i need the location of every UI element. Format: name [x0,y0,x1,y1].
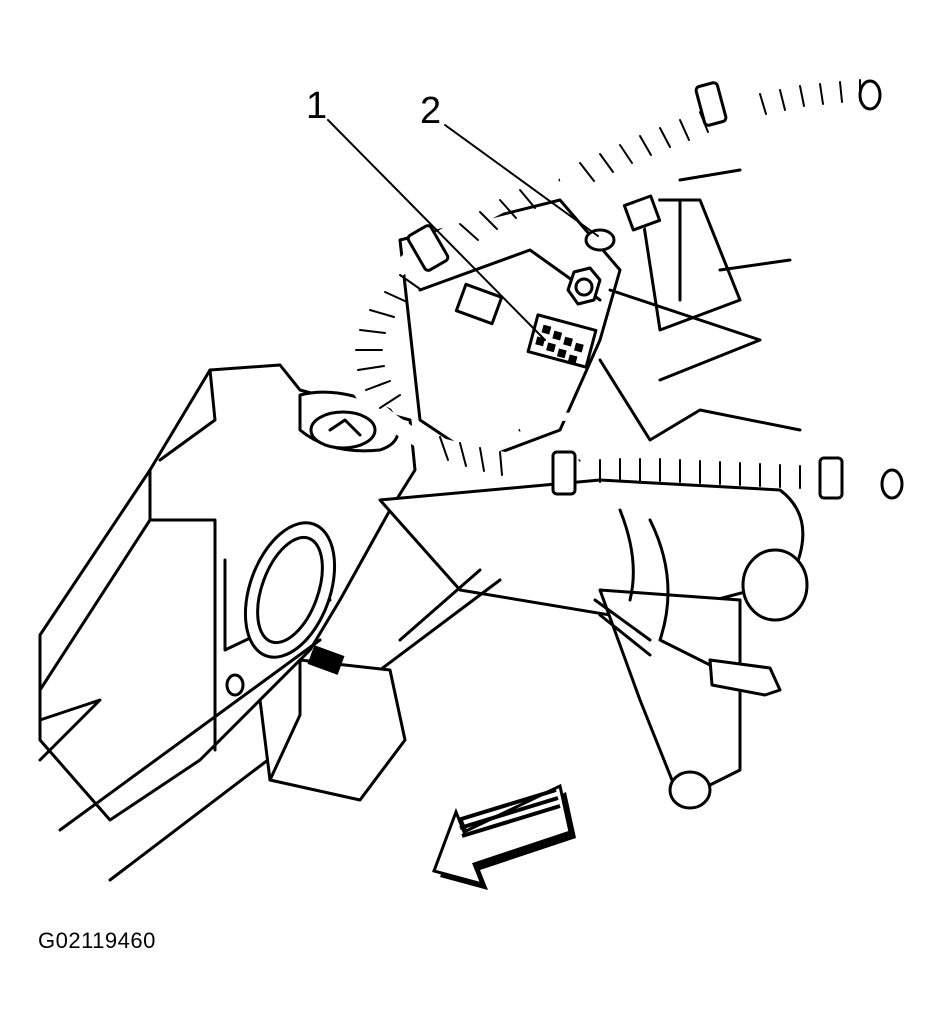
callout-leader-1 [327,119,546,341]
direction-arrow-icon [432,783,576,890]
small-bolt [454,194,662,326]
frame-rail [38,363,417,882]
harness-connector [526,313,598,369]
callout-label-2: 2 [420,90,441,132]
callout-label-1: 1 [306,85,327,127]
figure-id: G02119460 [38,928,156,953]
mounting-nut [566,266,602,306]
lower-tube [378,478,809,810]
callout-leader-2 [444,124,599,237]
mount-bracket [398,168,802,462]
lower-module [258,645,407,802]
